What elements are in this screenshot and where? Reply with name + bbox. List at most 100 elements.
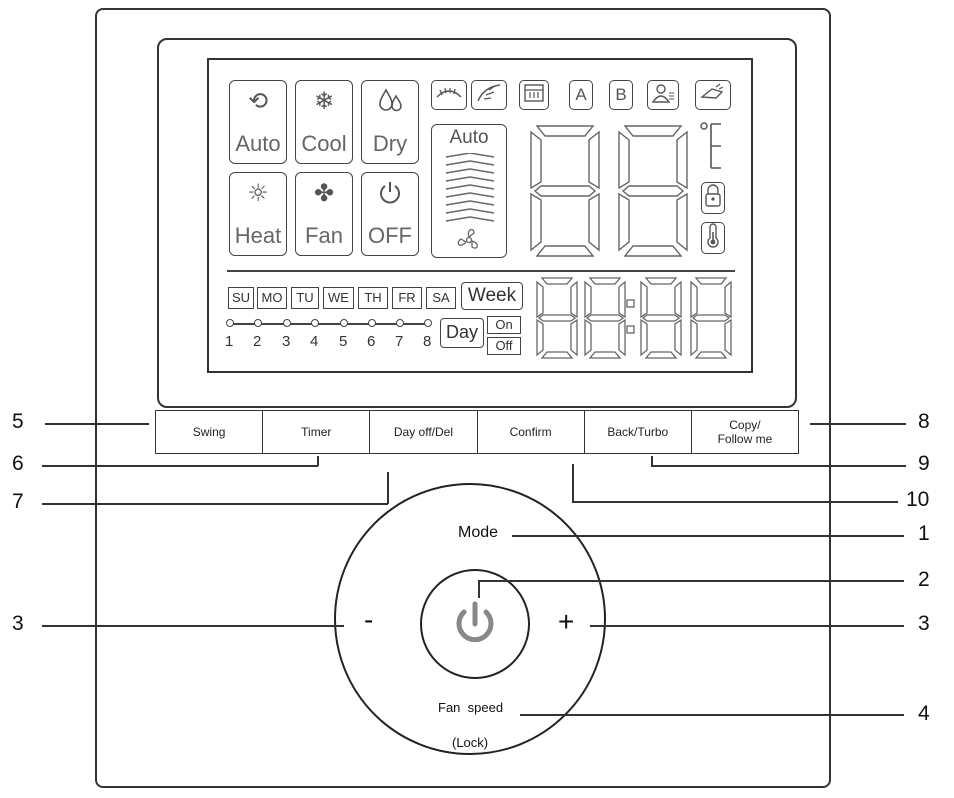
fan-speed-panel: Auto	[431, 124, 507, 258]
lcd-divider	[227, 270, 735, 272]
lcd-display: ⟲ Auto ❄ Cool Dry ☼ Heat ✤ Fan OFF A B	[207, 58, 753, 373]
timeline-dot	[424, 319, 432, 327]
callout-6: 6	[12, 452, 24, 475]
mode-heat-label: Heat	[234, 223, 282, 248]
timeline-number: 3	[282, 333, 291, 350]
callout-line-5	[45, 423, 149, 425]
power-icon	[456, 601, 494, 643]
timeline-number: 8	[423, 333, 432, 350]
timeline-number: 5	[339, 333, 348, 350]
function-button-row: Swing Timer Day off/Del Confirm Back/Tur…	[155, 410, 799, 454]
callout-line-7-tick	[387, 472, 389, 504]
fan-speed-bars	[445, 153, 495, 222]
mode-cool-label: Cool	[301, 131, 347, 156]
mode-dry-label: Dry	[372, 131, 408, 156]
mode-dry: Dry	[361, 80, 419, 164]
screen-bezel	[157, 38, 797, 408]
mode-heat: ☼ Heat	[229, 172, 287, 256]
callout-line-9	[651, 465, 906, 467]
timeline-dot	[396, 319, 404, 327]
snowflake-icon: ❄	[313, 87, 335, 115]
callout-line-10-tick	[572, 464, 574, 502]
mode-fan: ✤ Fan	[295, 172, 353, 256]
lock-icon	[701, 182, 725, 214]
mode-fan-label: Fan	[305, 223, 343, 248]
day-th: TH	[358, 287, 388, 309]
mode-cool: ❄ Cool	[295, 80, 353, 164]
minus-button[interactable]: -	[364, 604, 374, 635]
mode-auto: ⟲ Auto	[229, 80, 287, 164]
indicator-a: A	[569, 80, 593, 110]
callout-line-3-right	[590, 625, 904, 627]
fan-blade-icon	[457, 228, 478, 249]
callout-line-1	[512, 535, 904, 537]
timeline-dot	[283, 319, 291, 327]
auto-icon: ⟲	[247, 87, 269, 115]
confirm-button[interactable]: Confirm	[478, 411, 585, 453]
timer-button[interactable]: Timer	[263, 411, 371, 453]
follow-me-icon	[647, 80, 679, 110]
timeline-number: 6	[367, 333, 376, 350]
day-sa: SA	[426, 287, 456, 309]
swing-vertical-icon	[431, 80, 467, 110]
day-mo: MO	[257, 287, 287, 309]
timeline-dot	[226, 319, 234, 327]
back-turbo-button[interactable]: Back/Turbo	[585, 411, 692, 453]
day-off-del-button[interactable]: Day off/Del	[370, 411, 478, 453]
lock-label: (Lock)	[452, 735, 489, 750]
timeline-number: 4	[310, 333, 319, 350]
timeline-dot	[368, 319, 376, 327]
callout-line-6-tick	[317, 456, 319, 466]
off-label: Off	[487, 337, 521, 355]
day-label: Day	[440, 318, 484, 348]
degree-unit-icon	[700, 122, 721, 169]
callout-line-3-left	[42, 625, 344, 627]
fan-icon: ✤	[313, 179, 335, 207]
mode-off-label: OFF	[368, 223, 412, 248]
callout-line-2	[478, 580, 904, 582]
day-su: SU	[228, 287, 254, 309]
filter-icon	[519, 80, 549, 110]
callout-line-4	[520, 714, 904, 716]
callout-line-7	[42, 503, 388, 505]
callout-8: 8	[918, 410, 930, 433]
droplet-icon	[362, 87, 418, 121]
callout-2: 2	[918, 568, 930, 591]
power-icon	[362, 179, 418, 213]
temp-digit-1	[530, 125, 600, 257]
callout-9: 9	[918, 452, 930, 475]
week-label: Week	[461, 282, 523, 310]
timeline-dot	[311, 319, 319, 327]
callout-line-6	[42, 465, 318, 467]
callout-10: 10	[906, 488, 930, 511]
control-dial[interactable]	[334, 483, 606, 755]
mode-button-label[interactable]: Mode	[458, 524, 499, 541]
controller-body	[95, 8, 831, 788]
timeline-dot	[340, 319, 348, 327]
callout-line-8	[810, 423, 906, 425]
temp-digit-2	[618, 125, 688, 257]
callout-5: 5	[12, 410, 24, 433]
thermometer-icon	[701, 222, 725, 254]
timeline-number: 7	[395, 333, 404, 350]
clock-digits	[536, 277, 732, 359]
callout-3-right: 3	[918, 612, 930, 635]
fan-auto-label: Auto	[449, 127, 489, 148]
fan-speed-button-label[interactable]: Fan speed	[438, 700, 504, 715]
callout-4: 4	[918, 702, 930, 725]
copy-follow-me-button[interactable]: Copy/ Follow me	[717, 418, 773, 446]
day-we: WE	[323, 287, 354, 309]
power-button[interactable]	[420, 569, 530, 679]
day-tu: TU	[291, 287, 319, 309]
swing-horizontal-icon	[471, 80, 507, 110]
plus-button[interactable]: +	[558, 606, 575, 637]
timeline-line	[230, 323, 430, 325]
callout-1: 1	[918, 522, 930, 545]
callout-line-2-tick	[478, 580, 480, 598]
swing-button[interactable]: Swing	[156, 411, 264, 453]
timeline-dot	[254, 319, 262, 327]
timeline-number: 2	[253, 333, 262, 350]
mode-auto-label: Auto	[235, 131, 281, 156]
sun-icon: ☼	[247, 179, 269, 207]
callout-7: 7	[12, 490, 24, 513]
